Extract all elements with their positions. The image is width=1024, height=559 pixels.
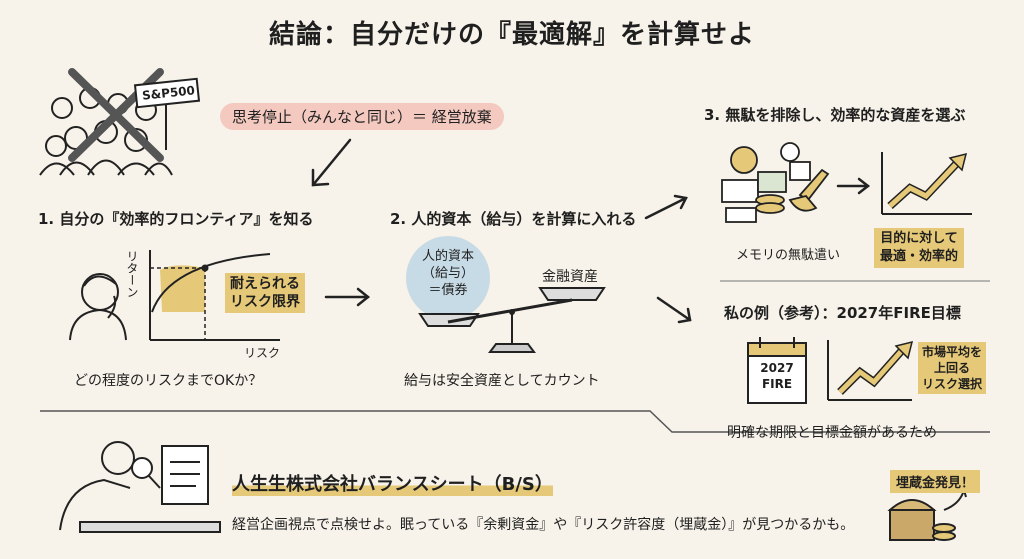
- calendar-fire: FIRE: [761, 377, 793, 391]
- balance-scale-icon: [406, 236, 606, 353]
- money-pile-icon: [721, 142, 830, 223]
- thinking-stop-badge: 思考停止（みんなと同じ）＝ 経営放棄: [220, 103, 504, 130]
- step1-heading: 1. 自分の『効率的フロンティア』を知る: [38, 210, 314, 228]
- calendar-icon: [747, 337, 807, 404]
- step2-heading: 2. 人的資本（給与）を計算に入れる: [390, 210, 637, 228]
- market-beat-line3: リスク選択: [922, 377, 983, 391]
- financial-assets-label: 金融資産: [542, 269, 598, 285]
- risk-limit-line2: リスク限界: [230, 294, 300, 310]
- goal-line2: 最適・効率的: [880, 249, 959, 264]
- arrow-down-left-icon: [311, 138, 352, 187]
- human-capital-line3: ＝債券: [428, 283, 468, 298]
- human-capital-line1: 人的資本: [421, 249, 474, 264]
- market-beat-line2: 上回る: [934, 361, 971, 375]
- human-capital-label: 人的資本 （給与） ＝債券: [406, 248, 490, 299]
- market-beat-chart-icon: [827, 340, 914, 401]
- y-axis-label: リターン: [125, 250, 139, 298]
- step1-question: どの程度のリスクまでOKか？: [74, 373, 263, 389]
- section-divider: [40, 410, 990, 433]
- market-beat-label: 市場平均を 上回る リスク選択: [918, 342, 987, 394]
- arrow-right-icon: [324, 287, 371, 307]
- step2-caption: 給与は安全資産としてカウント: [404, 373, 600, 389]
- arrow-right-icon-2: [836, 177, 871, 195]
- step3-heading: 3. 無駄を排除し、効率的な資産を選ぶ: [704, 106, 966, 124]
- magnifier-person-icon: [59, 441, 221, 533]
- calendar-year: 2027: [760, 361, 794, 375]
- x-axis-label: リスク: [244, 346, 281, 360]
- thinking-person-icon: [69, 273, 127, 341]
- arrow-down-right-icon: [656, 296, 692, 324]
- example-caption: 明確な期限と目標金額があるため: [727, 425, 937, 441]
- risk-limit-line1: 耐えられる: [230, 276, 300, 292]
- bs-heading-text: 人生生株式会社バランスシート（B/S）: [232, 474, 553, 495]
- page-title: 結論：自分だけの『最適解』を計算せよ: [268, 20, 755, 50]
- sign-board: [133, 77, 201, 109]
- growth-chart-icon: [881, 152, 972, 215]
- bs-heading: 人生生株式会社バランスシート（B/S）: [232, 470, 553, 496]
- calendar-text: 2027 FIRE: [748, 360, 806, 392]
- example-heading: 私の例（参考）：2027年FIRE目標: [724, 304, 961, 322]
- risk-limit-label: 耐えられる リスク限界: [225, 273, 305, 313]
- bs-body: 経営企画視点で点検せよ。眠っている『余剰資金』や『リスク許容度（埋蔵金）』が見つ…: [232, 517, 855, 533]
- goal-line1: 目的に対して: [880, 231, 958, 246]
- goal-label: 目的に対して 最適・効率的: [874, 228, 965, 268]
- arrow-up-right-icon: [644, 194, 688, 220]
- treasure-chest-icon: [887, 488, 967, 541]
- crowd-icon: [39, 87, 173, 176]
- human-capital-line2: （給与）: [421, 266, 474, 281]
- market-beat-line1: 市場平均を: [922, 345, 983, 359]
- frontier-chart: [149, 250, 280, 341]
- waste-label: メモリの無駄遣い: [736, 248, 841, 263]
- treasure-label: 埋蔵金発見！: [890, 470, 981, 493]
